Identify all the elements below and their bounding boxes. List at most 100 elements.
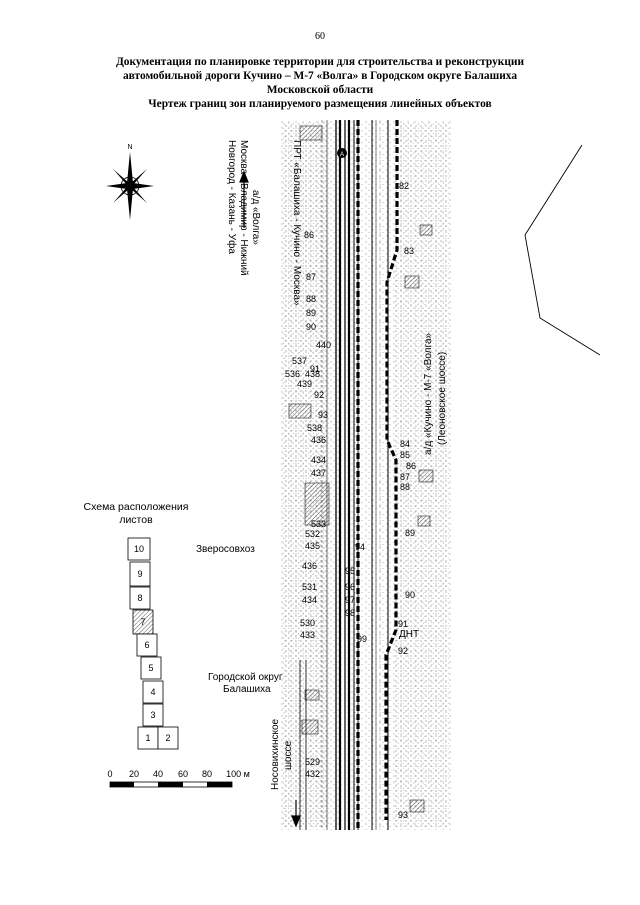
svg-text:89: 89: [405, 528, 415, 538]
svg-text:537: 537: [292, 356, 307, 366]
svg-text:8: 8: [137, 593, 142, 603]
svg-text:60: 60: [178, 769, 188, 779]
svg-text:90: 90: [405, 590, 415, 600]
point-labels-left: 86 537 536 438 439 538 436 434 437 533 5…: [285, 230, 331, 779]
label-nosovikh-1: Носовихинское: [270, 718, 281, 790]
label-volga-3: Новгород - Казань - Уфа: [226, 140, 238, 254]
title-line-2: автомобильной дороги Кучино – М-7 «Волга…: [122, 70, 518, 82]
svg-text:9: 9: [137, 569, 142, 579]
svg-text:84: 84: [400, 439, 410, 449]
sheet-scheme-title-2: листов: [119, 514, 153, 526]
svg-text:531: 531: [302, 582, 317, 592]
svg-text:94: 94: [355, 542, 365, 552]
label-zverosovkhoz: Зверосовхоз: [196, 544, 255, 555]
point-labels-right: 82 83 84 85 86 87 88 89 90 91 92 93: [398, 181, 416, 820]
svg-text:91: 91: [398, 619, 408, 629]
svg-text:95: 95: [345, 566, 355, 576]
svg-text:4: 4: [150, 687, 155, 697]
label-volga-1: а/д «Волга»: [250, 190, 261, 245]
page-number: 60: [315, 31, 325, 42]
svg-text:86: 86: [304, 230, 314, 240]
svg-text:20: 20: [129, 769, 139, 779]
map-strip: [280, 120, 452, 830]
svg-text:93: 93: [318, 410, 328, 420]
svg-text:434: 434: [302, 595, 317, 605]
buildings: [288, 125, 434, 813]
svg-text:85: 85: [400, 450, 410, 460]
svg-text:433: 433: [300, 630, 315, 640]
svg-text:10: 10: [134, 544, 144, 554]
title-line-1: Документация по планировке территории дл…: [115, 56, 525, 68]
sheet-6: [136, 633, 158, 657]
sheet-10: [127, 537, 151, 561]
sheet-scheme: Схема расположения листов 10 9 8 7 6 5 4…: [84, 501, 189, 750]
sheet-4: [142, 680, 164, 704]
svg-text:92: 92: [314, 390, 324, 400]
label-prt: ПРТ «Балашиха - Кучино - Москва»: [291, 140, 302, 306]
svg-text:437: 437: [311, 468, 326, 478]
svg-text:88: 88: [306, 294, 316, 304]
svg-text:439: 439: [297, 379, 312, 389]
svg-text:532: 532: [305, 529, 320, 539]
road-band: [371, 120, 389, 830]
svg-text:97: 97: [345, 595, 355, 605]
svg-text:92: 92: [398, 646, 408, 656]
svg-text:А: А: [340, 152, 344, 158]
point-labels-center: 87 88 89 90 91 92 93 94 95 96 97 98 99: [306, 272, 367, 644]
north-label: N: [127, 144, 132, 151]
svg-text:538: 538: [307, 423, 322, 433]
sheet-scheme-title-1: Схема расположения: [84, 501, 189, 513]
road-labels: ПРТ «Балашиха - Кучино - Москва» а/д «Во…: [226, 140, 448, 790]
label-kuchino-1: а/д «Кучино - М-7 «Волга»: [423, 332, 434, 455]
sheet-9: [129, 561, 151, 587]
sheet-5: [140, 656, 162, 680]
svg-text:90: 90: [306, 322, 316, 332]
svg-text:432: 432: [305, 769, 320, 779]
title-line-4: Чертеж границ зон планируемого размещени…: [148, 98, 492, 110]
title-line-3: Московской области: [266, 84, 374, 96]
svg-text:436: 436: [311, 435, 326, 445]
svg-text:87: 87: [306, 272, 316, 282]
svg-text:82: 82: [399, 181, 409, 191]
svg-text:530: 530: [300, 618, 315, 628]
sheet-2: [157, 726, 179, 750]
compass-rose-icon: N: [106, 144, 154, 220]
label-volga-2: Москва - Владимир - Нижний: [238, 140, 249, 276]
svg-text:98: 98: [345, 608, 355, 618]
svg-text:40: 40: [153, 769, 163, 779]
svg-text:6: 6: [144, 640, 149, 650]
svg-text:80: 80: [202, 769, 212, 779]
district-boundary: [524, 144, 601, 356]
svg-text:87: 87: [400, 472, 410, 482]
svg-text:99: 99: [357, 634, 367, 644]
svg-text:5: 5: [148, 663, 153, 673]
svg-text:89: 89: [306, 308, 316, 318]
svg-text:83: 83: [404, 246, 414, 256]
direction-arrows: [239, 170, 301, 828]
svg-text:3: 3: [150, 710, 155, 720]
svg-text:438: 438: [305, 369, 320, 379]
document-title: Документация по планировке территории дл…: [60, 55, 580, 111]
svg-text:536: 536: [285, 369, 300, 379]
svg-text:533: 533: [311, 519, 326, 529]
svg-text:7: 7: [140, 617, 145, 627]
svg-text:529: 529: [305, 757, 320, 767]
nosovikh-road: [299, 660, 307, 830]
svg-text:100 м: 100 м: [226, 769, 250, 779]
svg-text:88: 88: [400, 482, 410, 492]
sheet-8: [129, 586, 151, 610]
svg-text:91: 91: [310, 364, 320, 374]
label-gorod-2: Балашиха: [223, 684, 271, 695]
zone-boundaries: [356, 120, 399, 830]
svg-text:0: 0: [107, 769, 112, 779]
svg-text:440: 440: [316, 340, 331, 350]
label-nosovikh-2: шоссе: [283, 740, 294, 770]
svg-text:2: 2: [165, 733, 170, 743]
svg-text:434: 434: [311, 455, 326, 465]
svg-text:86: 86: [406, 461, 416, 471]
scale-bar: 0 20 40 60 80 100 м: [107, 769, 250, 788]
svg-text:1: 1: [145, 733, 150, 743]
place-labels: Зверосовхоз Городской округ Балашиха ДНТ…: [196, 148, 419, 695]
svg-text:93: 93: [398, 810, 408, 820]
